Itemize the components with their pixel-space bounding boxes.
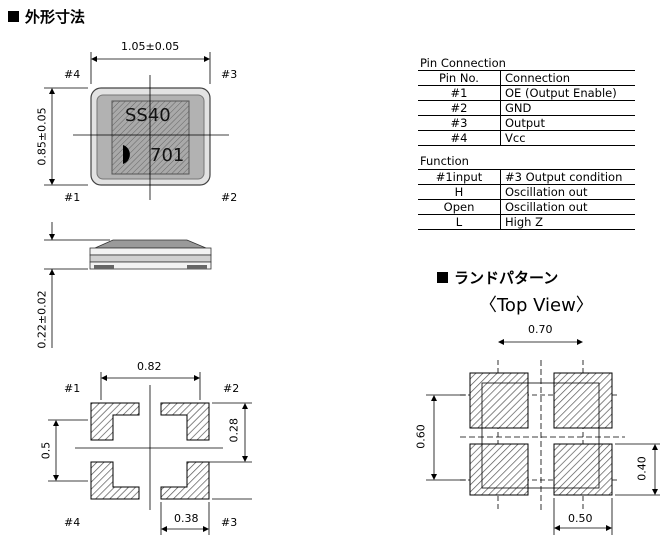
table-cell: Output (500, 115, 635, 131)
marking-text-line2: 701 (150, 145, 185, 166)
pin-label-1: #1 (64, 191, 81, 204)
land-pattern-heading: ランドパターン (437, 267, 558, 288)
table-header: Pin No. (418, 70, 501, 86)
pin-label-2: #2 (221, 191, 238, 204)
dim-width-top (90, 52, 211, 84)
dim-land-pad-height-label: 0.40 (635, 456, 649, 481)
dim-land-pad-width-label: 0.50 (568, 512, 593, 525)
table-header: Connection (500, 70, 635, 86)
dim-width-label: 1.05±0.05 (121, 40, 180, 53)
square-bullet-icon (437, 272, 448, 283)
table-cell: #3 (418, 115, 501, 131)
marking-text-line1: SS40 (125, 105, 171, 126)
package-top-view (73, 75, 229, 200)
dim-bottom-height-label: 0.5 (39, 441, 53, 460)
bottom-pin-label-2: #2 (223, 382, 240, 395)
pin-label-4: #4 (64, 68, 81, 81)
table-cell: #2 (418, 100, 501, 116)
table-header: #3 Output condition (500, 169, 635, 185)
land-pad-1 (469, 372, 529, 429)
table-row: Pin No.Connection (418, 70, 635, 86)
table-cell: Oscillation out (500, 199, 635, 215)
bottom-pin-label-3: #3 (221, 516, 238, 529)
pad-1 (90, 402, 140, 441)
dim-bottom-pad-height-label: 0.28 (227, 418, 241, 443)
table-cell: GND (500, 100, 635, 116)
land-pad-3 (469, 443, 529, 496)
table-row: #1input#3 Output condition (418, 169, 635, 185)
dim-thickness-label: 0.22±0.02 (35, 290, 49, 349)
dim-bottom-width-label: 0.82 (137, 360, 162, 373)
dim-bottom-height (48, 419, 88, 482)
dim-bottom-pad-height (190, 402, 252, 500)
dim-land-pitch-x-label: 0.70 (528, 323, 553, 336)
dim-height-top (44, 87, 88, 186)
table-cell: L (418, 214, 501, 230)
pad-3 (160, 461, 210, 500)
package-bottom-view (75, 385, 223, 510)
pin1-marker (123, 145, 130, 164)
dim-bottom-pad-width (160, 502, 210, 535)
square-bullet-icon (8, 11, 19, 22)
outline-heading: 外形寸法 (8, 6, 85, 27)
pin-label-3: #3 (221, 68, 238, 81)
top-view-label: 〈Top View〉 (479, 295, 594, 316)
dim-land-pitch-x (498, 339, 583, 345)
function-title: Function (420, 154, 469, 168)
land-pad-2 (553, 372, 613, 429)
table-cell: H (418, 184, 501, 200)
dim-land-pad-width (553, 498, 613, 535)
table-cell: #1 (418, 85, 501, 101)
land-pattern (460, 360, 625, 510)
bottom-pin-label-4: #4 (64, 516, 81, 529)
pad-4 (90, 461, 140, 500)
dim-height-label: 0.85±0.05 (35, 107, 49, 166)
table-cell: OE (Output Enable) (500, 85, 635, 101)
table-header: #1input (418, 169, 501, 185)
table-cell: #4 (418, 130, 501, 146)
dim-bottom-pad-width-label: 0.38 (174, 512, 199, 525)
table-cell: Vcc (500, 130, 635, 146)
package-side-view (44, 222, 212, 348)
pad-2 (160, 402, 210, 441)
dim-land-pad-height (615, 443, 660, 496)
pin-connection-title: Pin Connection (420, 56, 506, 70)
dim-land-pitch-y-label: 0.60 (414, 424, 428, 449)
dim-land-pitch-y (426, 394, 466, 481)
dim-bottom-width (100, 372, 201, 400)
table-cell: Oscillation out (500, 184, 635, 200)
land-pad-4 (553, 443, 613, 496)
bottom-pin-label-1: #1 (64, 382, 81, 395)
table-cell: Open (418, 199, 501, 215)
table-cell: High Z (500, 214, 635, 230)
